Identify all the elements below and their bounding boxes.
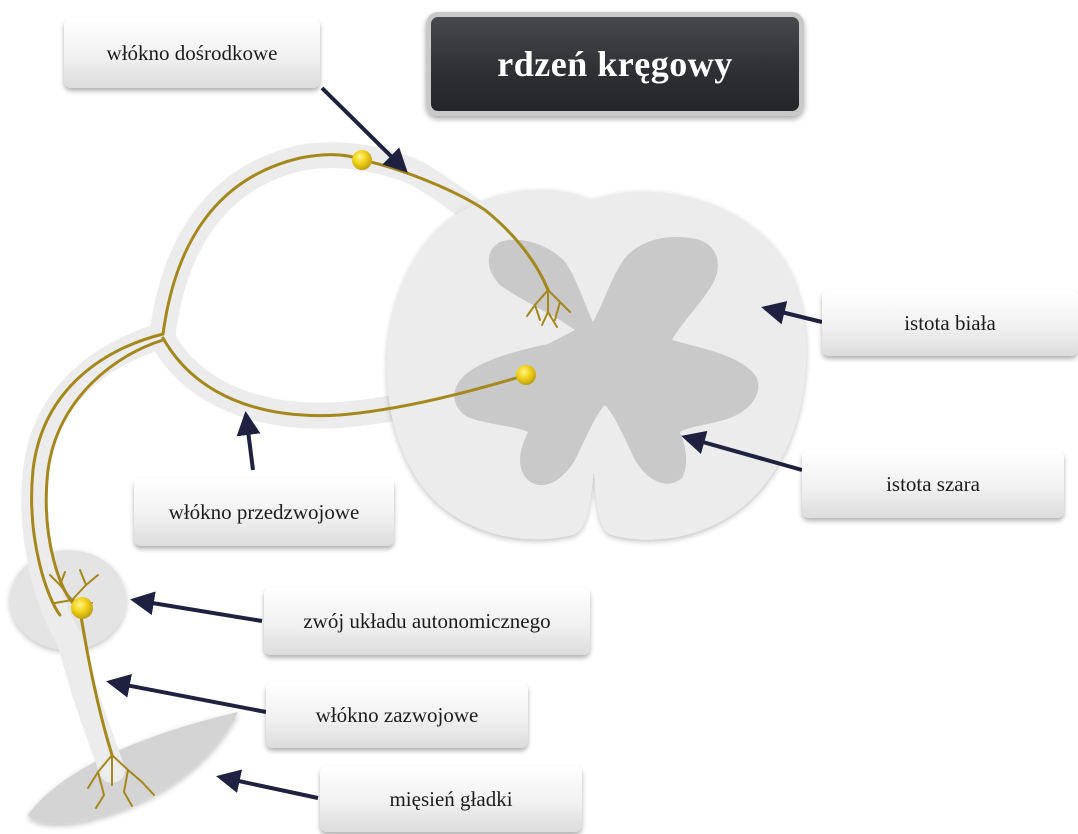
label-afferent-fiber: włókno dośrodkowe xyxy=(64,18,320,88)
afferent-neuron-body xyxy=(352,150,372,170)
label-preganglionic-fiber: włókno przedzwojowe xyxy=(134,478,394,546)
preganglionic-neuron-body xyxy=(516,365,536,385)
label-smooth-muscle: mięsień gładki xyxy=(320,766,582,832)
arrow-smooth-muscle xyxy=(220,777,318,798)
label-gray-matter: istota szara xyxy=(802,450,1064,518)
label-autonomic-ganglion: zwój układu autonomicznego xyxy=(264,587,590,655)
arrow-preganglionic-fiber xyxy=(246,415,253,470)
title-text: rdzeń kręgowy xyxy=(497,43,732,85)
arrow-postganglionic-fiber xyxy=(110,682,266,712)
smooth-muscle xyxy=(28,712,238,824)
label-postganglionic-fiber: włókno zazwojowe xyxy=(266,682,528,748)
arrow-autonomic-ganglion xyxy=(134,600,262,621)
title-box: rdzeń kręgowy xyxy=(426,12,804,116)
ganglion-neuron-body xyxy=(71,597,93,619)
label-white-matter: istota biała xyxy=(822,290,1078,356)
